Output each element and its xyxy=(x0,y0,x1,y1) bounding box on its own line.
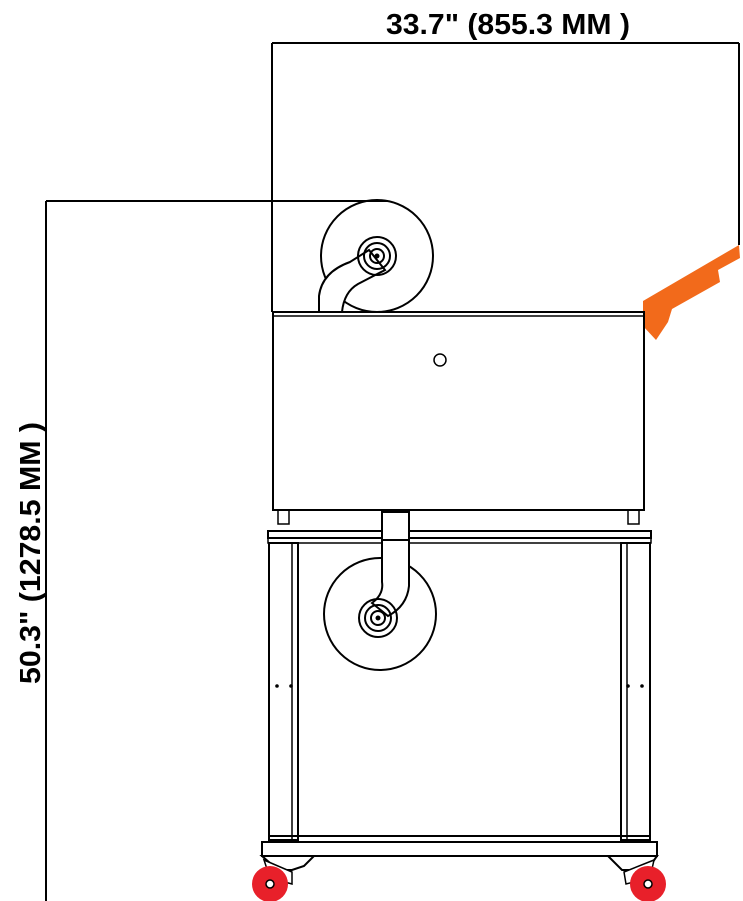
lower-hub-center xyxy=(375,615,381,621)
upper-hub-inner xyxy=(369,248,385,264)
upper-reel xyxy=(318,199,434,313)
caster-left xyxy=(252,855,317,901)
lower-reel xyxy=(323,511,437,671)
stand xyxy=(261,530,658,857)
housing xyxy=(272,311,645,511)
housing-foot-left xyxy=(277,509,290,525)
upper-reel-arm xyxy=(318,248,387,313)
housing-foot-right xyxy=(627,509,640,525)
lower-reel-post xyxy=(381,511,410,543)
stand-leg-left xyxy=(268,542,299,841)
housing-body xyxy=(272,311,645,511)
bolt-hole xyxy=(289,684,293,688)
height-dimension-label: 50.3" (1278.5 MM ) xyxy=(15,422,47,684)
lower-reel-disc xyxy=(323,557,437,671)
width-dimension: 33.7" (855.3 MM ) xyxy=(271,9,740,312)
lower-reel-arm xyxy=(370,539,410,618)
bolt-hole xyxy=(640,684,644,688)
caster-right-axle xyxy=(643,879,653,889)
upper-hub-middle xyxy=(363,242,391,270)
stand-top-rail-lower xyxy=(267,537,652,544)
bolt-hole xyxy=(275,684,279,688)
lower-hub-outer xyxy=(358,598,398,638)
upper-hub-center xyxy=(374,253,380,259)
lower-hub-middle xyxy=(364,604,392,632)
upper-hub-outer xyxy=(357,236,397,276)
stand-top-rail xyxy=(267,530,652,539)
lower-hub-inner xyxy=(370,610,386,626)
stand-base xyxy=(261,841,658,857)
bolt-hole xyxy=(626,684,630,688)
caster-right xyxy=(605,855,666,901)
orange-handle xyxy=(643,245,740,340)
height-dimension: 50.3" (1278.5 MM ) xyxy=(15,200,388,901)
width-dimension-label: 33.7" (855.3 MM ) xyxy=(386,9,630,41)
caster-left-axle xyxy=(265,879,275,889)
stand-leg-right xyxy=(620,542,651,841)
housing-indicator-hole xyxy=(433,353,447,367)
